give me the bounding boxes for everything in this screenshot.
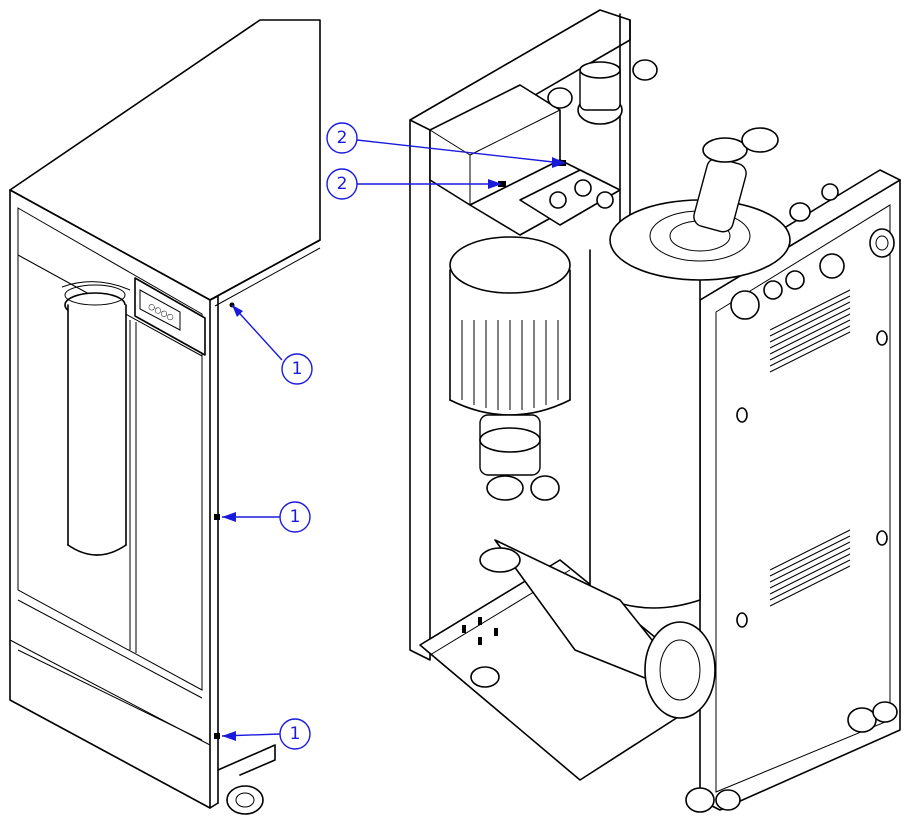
callout-1-bottom: 1 (221, 718, 311, 750)
cabinet-opening (17, 207, 203, 691)
manifold-block (519, 169, 621, 226)
callout-label: 2 (337, 128, 348, 148)
left-unit-closed-cabinet: ○○○○ (9, 19, 321, 815)
callout-circle (279, 501, 311, 533)
callout-label: 1 (292, 359, 303, 379)
caster-wheels-left (217, 744, 276, 815)
callout-circle (279, 718, 311, 750)
callout-label: 1 (290, 507, 301, 527)
callout-1-middle: 1 (222, 501, 311, 533)
callout-1-top: 1 (231, 304, 313, 385)
storage-tank (589, 199, 791, 609)
callout-2-lower: 2 (326, 168, 502, 200)
lower-filter-housing (479, 539, 716, 719)
callout-2-upper: 2 (326, 122, 566, 168)
screw-bottom (214, 733, 220, 739)
caster-wheels-right (470, 666, 898, 813)
top-valve-assembly (547, 59, 658, 125)
tray-holes (462, 617, 498, 645)
callout-label: 2 (337, 174, 348, 194)
panel-latches (736, 330, 888, 628)
callout-label: 1 (290, 724, 301, 744)
callout-layer: 1 1 1 2 2 (221, 122, 566, 750)
right-unit-open-chassis (409, 9, 901, 813)
vent-grille-upper (769, 289, 851, 373)
tank-inlet-pipe (693, 127, 839, 233)
filter-cartridge (61, 281, 131, 556)
panel-connectors (730, 228, 895, 320)
left-frame-post (409, 119, 431, 661)
callout-circle (326, 168, 358, 200)
pump-head (479, 414, 560, 501)
screw-middle (214, 514, 220, 520)
pump-motor (449, 236, 571, 416)
callout-circle (326, 122, 358, 154)
vent-grille-lower (769, 529, 851, 607)
callout-circle (281, 353, 313, 385)
